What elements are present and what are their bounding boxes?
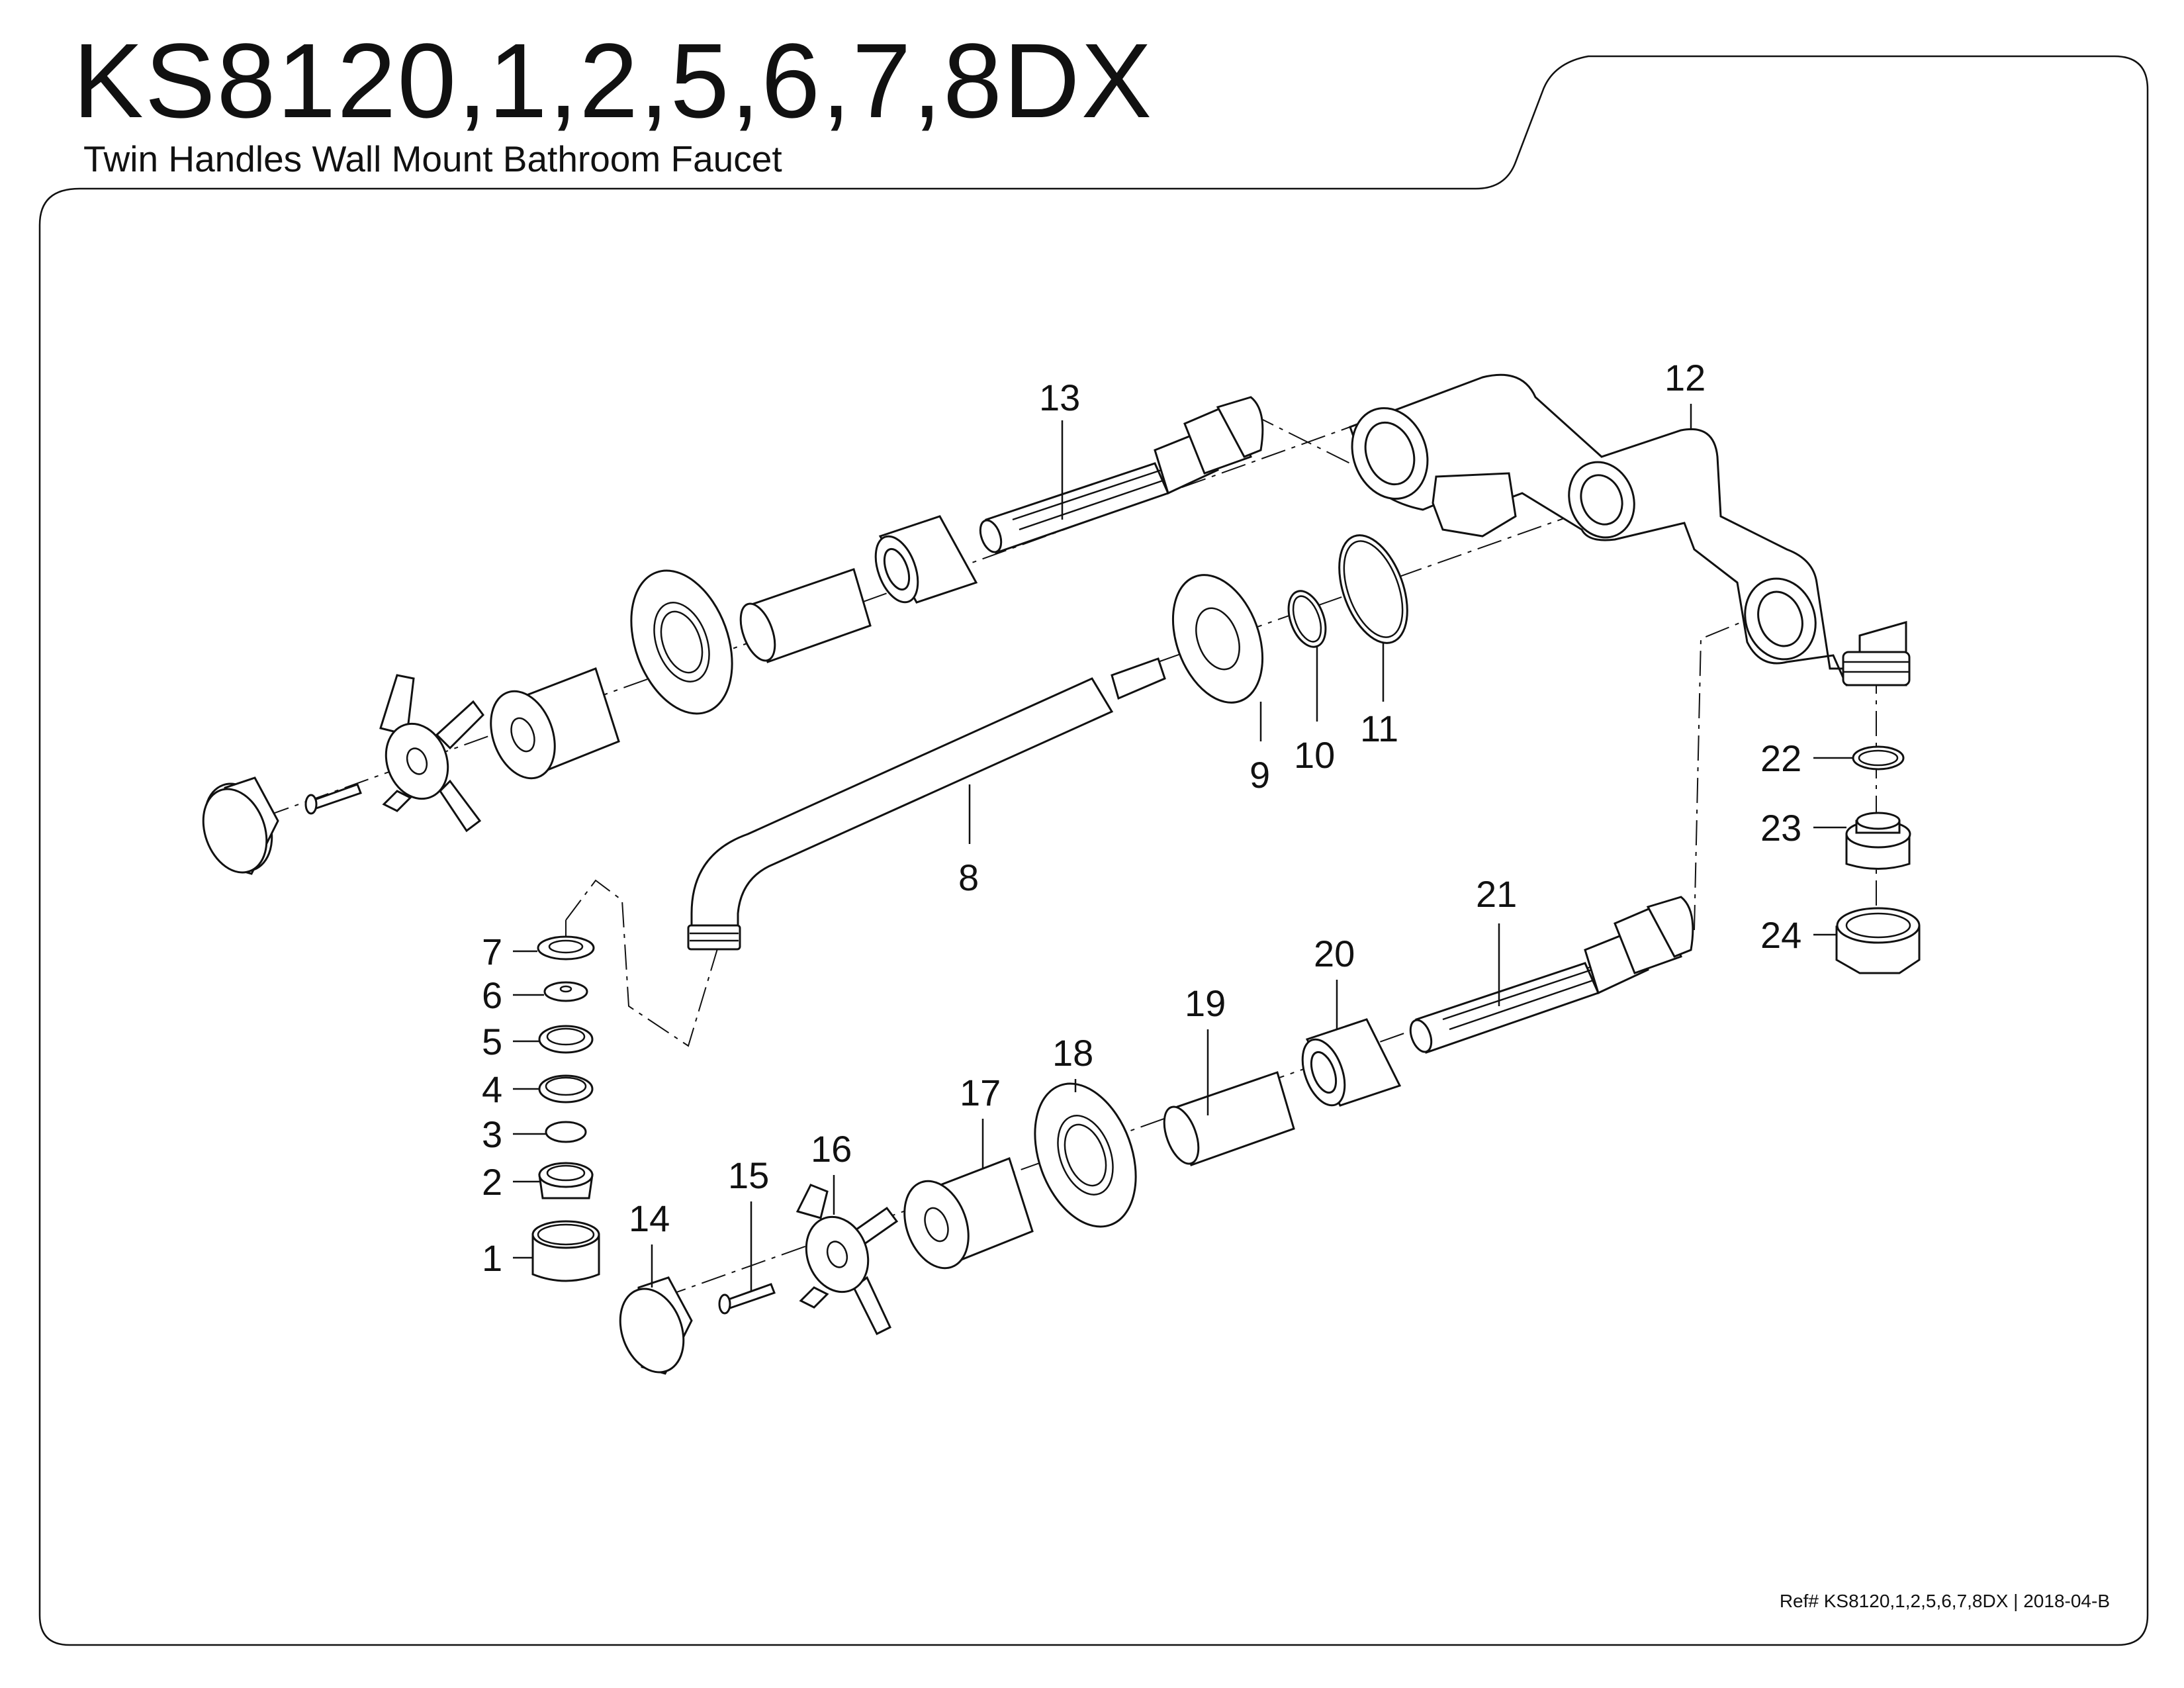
product-description: Twin Handles Wall Mount Bathroom Faucet <box>83 138 782 179</box>
part-5-screen <box>538 1025 594 1054</box>
callout-11: 11 <box>1360 708 1398 749</box>
part-upper-handle-sleeve <box>490 667 620 780</box>
part-12-faucet-body <box>1349 373 1911 686</box>
part-4-insert <box>538 1074 594 1103</box>
part-1-aerator-housing <box>531 1220 600 1282</box>
callout-9: 9 <box>1250 754 1270 796</box>
part-2-aerator-insert <box>538 1162 594 1199</box>
callout-20: 20 <box>1314 933 1355 974</box>
callout-14: 14 <box>629 1197 670 1239</box>
callout-3: 3 <box>482 1113 502 1155</box>
callout-22: 22 <box>1760 737 1801 779</box>
callout-16: 16 <box>811 1128 852 1170</box>
part-21-cartridge-lower <box>1409 896 1694 1054</box>
reference-footer: Ref# KS8120,1,2,5,6,7,8DX | 2018-04-B <box>1779 1591 2110 1611</box>
part-13-cartridge-upper <box>979 396 1264 554</box>
part-upper-cross-handle <box>379 674 484 833</box>
centerline-aerator <box>565 879 719 1047</box>
callout-18: 18 <box>1052 1032 1093 1074</box>
callout-23: 23 <box>1760 807 1801 849</box>
part-10-o-ring <box>1287 590 1327 648</box>
callout-13: 13 <box>1039 377 1080 418</box>
part-16-cross-handle <box>796 1184 899 1336</box>
callout-19: 19 <box>1185 982 1226 1024</box>
part-upper-cap <box>202 776 279 875</box>
callout-4: 4 <box>482 1068 502 1110</box>
part-24-nut <box>1835 907 1921 974</box>
callout-5: 5 <box>482 1021 502 1062</box>
callout-2: 2 <box>482 1161 502 1203</box>
part-upper-bonnet <box>874 515 978 604</box>
part-6-flow-restrictor <box>543 981 588 1002</box>
part-23-adapter <box>1845 812 1911 870</box>
callout-7: 7 <box>482 931 502 972</box>
part-20-bonnet <box>1301 1018 1402 1107</box>
part-22-o-ring <box>1852 745 1905 771</box>
part-upper-screw <box>304 783 362 815</box>
callout-21: 21 <box>1476 873 1517 915</box>
callout-17: 17 <box>960 1072 1001 1113</box>
part-9-spout-flange <box>1171 574 1264 704</box>
part-11-washer <box>1338 534 1408 644</box>
callout-8: 8 <box>958 857 979 898</box>
part-upper-flange <box>630 569 733 715</box>
part-19-sleeve <box>1163 1071 1295 1166</box>
part-8-spout <box>687 657 1166 951</box>
part-upper-sleeve <box>739 568 872 663</box>
part-3-mesh <box>545 1121 587 1143</box>
callout-15: 15 <box>728 1154 769 1196</box>
callout-10: 10 <box>1294 734 1335 776</box>
part-17-handle-sleeve <box>903 1157 1034 1270</box>
callout-24: 24 <box>1760 914 1801 956</box>
model-number-title: KS8120,1,2,5,6,7,8DX <box>73 21 1154 140</box>
centerline-upper-valve <box>1250 413 1351 464</box>
part-7-aerator-washer <box>537 935 595 961</box>
part-15-screw <box>718 1283 776 1315</box>
part-18-flange <box>1034 1082 1137 1228</box>
part-14-cap <box>619 1276 693 1375</box>
callout-6: 6 <box>482 974 502 1016</box>
callout-1: 1 <box>482 1237 502 1279</box>
diagram-frame <box>38 55 2149 1646</box>
callout-12: 12 <box>1664 357 1706 399</box>
